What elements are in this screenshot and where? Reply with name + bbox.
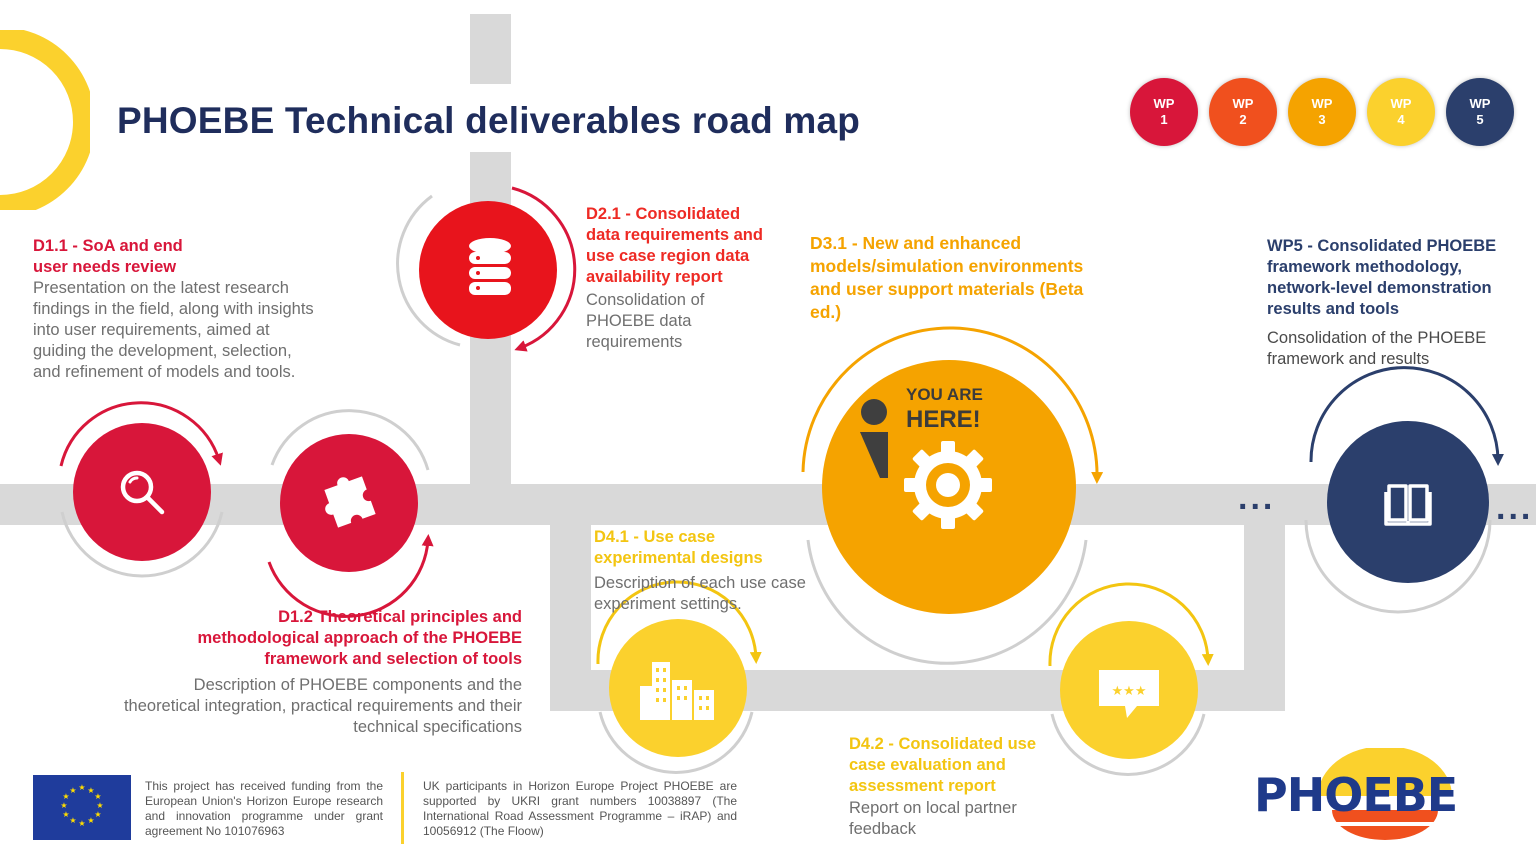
footer-divider <box>401 772 404 844</box>
decorative-arc <box>0 27 95 217</box>
person-icon <box>860 399 888 478</box>
svg-text:★: ★ <box>87 786 94 795</box>
svg-text:★: ★ <box>60 801 67 810</box>
svg-text:★: ★ <box>87 816 94 825</box>
wp5-title: WP5 - Consolidated PHOEBE framework meth… <box>1267 237 1497 318</box>
buildings-icon <box>640 662 714 720</box>
d41-block: D4.1 - Use case experimental designs Des… <box>594 527 834 615</box>
d42-node: ★★★ <box>1048 582 1214 776</box>
svg-text:★: ★ <box>69 816 76 825</box>
svg-text:★: ★ <box>78 819 85 828</box>
database-icon <box>469 238 511 295</box>
eu-funding-text: This project has received funding from t… <box>145 779 383 838</box>
d12-block: D1.2 Theoretical principles and methodol… <box>120 607 522 738</box>
d21-node <box>396 186 577 352</box>
you-are-here-line1: YOU ARE <box>906 385 983 404</box>
d42-title: D4.2 - Consolidated use case evaluation … <box>849 735 1037 795</box>
svg-text:★: ★ <box>94 792 101 801</box>
d12-description: Description of PHOEBE components and the… <box>123 676 522 736</box>
search-icon <box>120 470 165 515</box>
d11-description: Presentation on the latest research find… <box>33 279 314 381</box>
svg-text:★: ★ <box>62 792 69 801</box>
d41-description: Description of each use case experiment … <box>594 574 806 613</box>
book-icon <box>1384 484 1432 526</box>
d31-title: D3.1 - New and enhanced models/simulatio… <box>810 233 1084 322</box>
svg-text:★: ★ <box>69 786 76 795</box>
d41-title: D4.1 - Use case experimental designs <box>594 528 763 567</box>
d42-description: Report on local partner feedback <box>849 799 1017 838</box>
svg-text:★: ★ <box>94 810 101 819</box>
d21-title: D2.1 - Consolidated data requirements an… <box>586 205 763 286</box>
phoebe-logo-text: PHOEBE <box>1254 768 1458 822</box>
d11-title: D1.1 - SoA and end user needs review <box>33 237 183 276</box>
road-ellipsis-end: ... <box>1496 489 1534 527</box>
wp5-description: Consolidation of the PHOEBE framework an… <box>1267 329 1487 368</box>
d11-node <box>59 401 224 578</box>
d42-block: D4.2 - Consolidated use case evaluation … <box>849 734 1059 840</box>
puzzle-icon <box>324 476 376 528</box>
d12-title: D1.2 Theoretical principles and methodol… <box>197 608 522 668</box>
chat-rating-icon: ★★★ <box>1099 670 1159 718</box>
eu-flag-icon: ★★★★ ★★★★ ★★★★ <box>33 775 131 840</box>
svg-text:★: ★ <box>62 810 69 819</box>
road-ellipsis-middle: ... <box>1238 479 1276 517</box>
svg-text:★: ★ <box>78 783 85 792</box>
d41-node <box>596 580 762 774</box>
wp5-block: WP5 - Consolidated PHOEBE framework meth… <box>1267 236 1517 370</box>
page-title: PHOEBE Technical deliverables road map <box>117 100 861 141</box>
d21-block: D2.1 - Consolidated data requirements an… <box>586 204 776 353</box>
svg-text:★★★: ★★★ <box>1112 684 1147 699</box>
phoebe-logo: PHOEBE <box>1252 748 1518 843</box>
gear-icon <box>904 441 992 529</box>
d21-description: Consolidation of PHOEBE data requirement… <box>586 291 705 351</box>
d11-block: D1.1 - SoA and end user needs review Pre… <box>33 236 323 383</box>
d31-node <box>801 326 1104 665</box>
svg-text:★: ★ <box>96 801 103 810</box>
d12-node <box>267 409 434 618</box>
you-are-here-line2: HERE! <box>906 406 981 433</box>
wp5-node <box>1304 366 1504 614</box>
uk-funding-text: UK participants in Horizon Europe Projec… <box>423 779 737 838</box>
